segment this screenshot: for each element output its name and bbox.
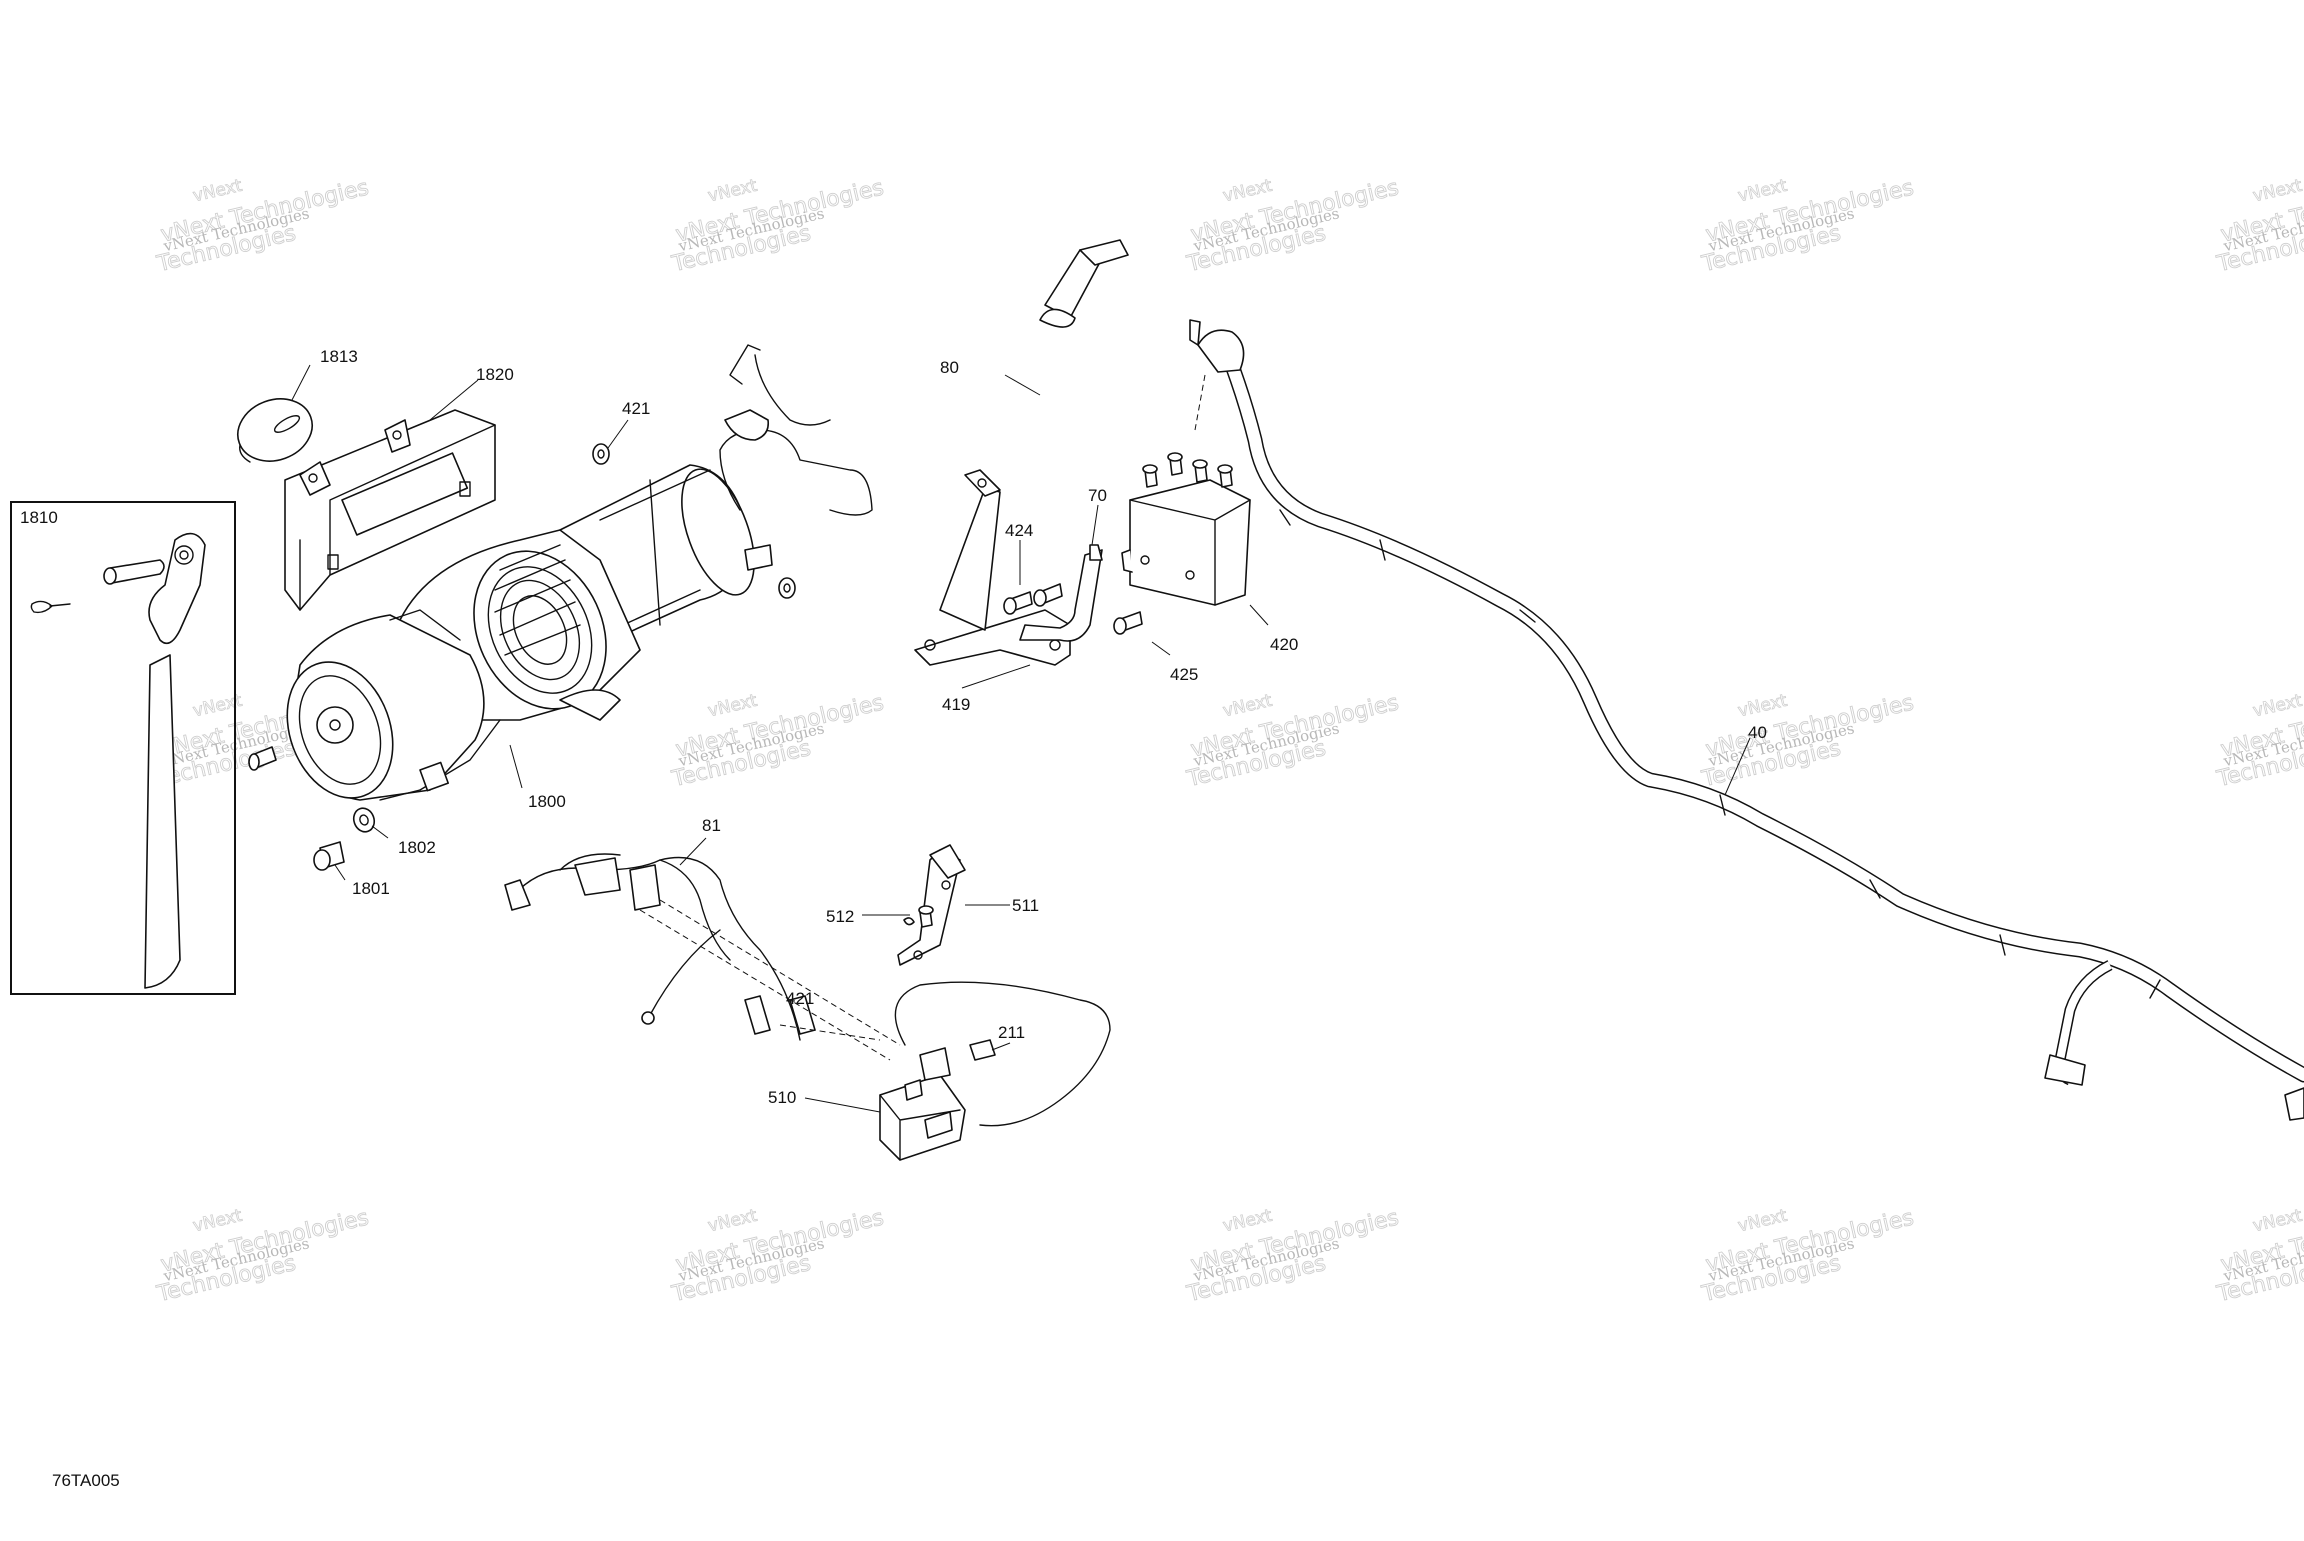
callout-419: 419 [942,695,970,714]
handle-strap [144,654,181,989]
watermark-text: vNext [191,1206,244,1237]
watermark-text: vNext [706,1206,759,1237]
part-screw-left [248,746,277,771]
callout-424: 424 [1005,521,1033,540]
callout-511: 511 [1012,896,1039,915]
part-211-clip [969,1039,996,1061]
watermark-text: vNext [1736,176,1789,207]
callout-81: 81 [702,816,721,835]
callout-421-lower: 421 [786,989,814,1008]
part-1800-winch [286,464,773,801]
callout-510: 510 [768,1088,796,1107]
part-424-bolts [1003,583,1063,615]
watermark-text: vNext [1221,176,1274,207]
part-511-bracket [897,844,966,966]
callout-70: 70 [1088,486,1107,505]
callout-420: 420 [1270,635,1298,654]
callout-512: 512 [826,907,854,926]
part-421-nut-lower [778,577,796,599]
part-80-power-cable [719,239,1129,516]
watermark-text: vNext [191,176,244,207]
callout-1800: 1800 [528,792,566,811]
callout-80: 80 [940,358,959,377]
part-510-switch [879,981,1111,1161]
callout-40: 40 [1748,723,1767,742]
callout-labels: 1813 1820 421 80 70 424 420 425 419 1810… [20,347,1767,1107]
part-419-bracket [914,469,1071,666]
callout-1810: 1810 [20,508,58,527]
watermark-text: vNext [1736,1206,1789,1237]
part-70-strap [1019,544,1103,642]
callout-1801: 1801 [352,879,390,898]
part-1813-grommet [237,398,313,463]
watermark-text: vNext [706,176,759,207]
part-1810-handle-assembly [10,501,236,995]
watermark-text: vNext [2251,176,2304,207]
callout-1813: 1813 [320,347,358,366]
watermark-text: vNext [1221,691,1274,722]
part-512-screw [903,905,934,928]
leader-lines [291,364,1751,1113]
part-1801-bolt [313,841,345,871]
part-1802-washer [352,807,376,833]
part-420-contactor [1121,452,1251,606]
callout-1802: 1802 [398,838,436,857]
callout-425: 425 [1170,665,1198,684]
watermark-text: vNext [191,691,244,722]
clip-ring [30,600,53,614]
part-81-winch-harness [504,853,901,1061]
part-40-main-harness [1189,319,2304,1121]
part-1820-fairlead [284,409,496,611]
watermark-text: vNext [1736,691,1789,722]
part-421-nut-upper [592,443,610,465]
watermark-text: vNext [2251,691,2304,722]
callout-1820: 1820 [476,365,514,384]
watermark-text: vNext [706,691,759,722]
callout-211: 211 [998,1023,1025,1042]
watermark-text: vNext [2251,1206,2304,1237]
callout-421-upper: 421 [622,399,650,418]
part-425-bolt [1113,611,1143,635]
figure-code: 76TA005 [52,1471,120,1490]
inset-box-1810 [10,501,236,995]
watermark-text: vNext [1221,1206,1274,1237]
